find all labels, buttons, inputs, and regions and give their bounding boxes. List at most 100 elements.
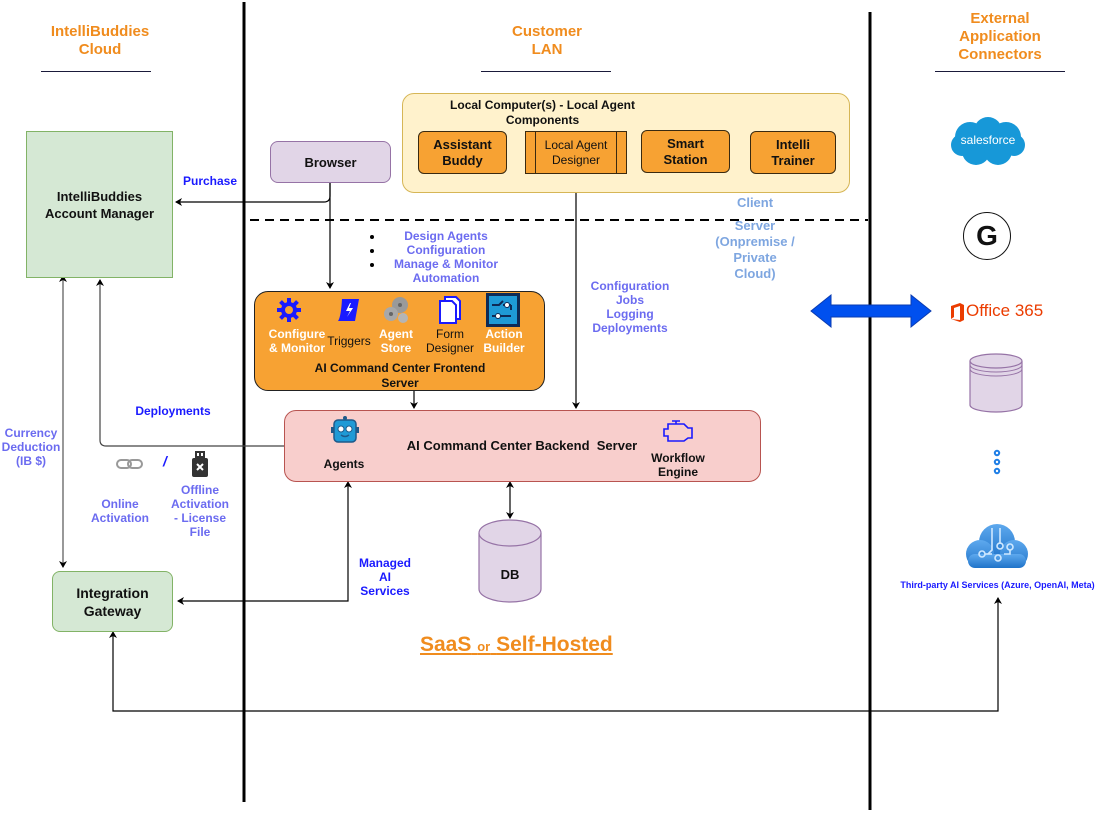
deployment-or: or [477, 639, 491, 654]
assistant-buddy-line1: Assistant [433, 136, 492, 152]
flow-deployments: Deployments [592, 321, 668, 335]
local-agent-designer-line2: Designer [551, 152, 601, 167]
smart-station-line1: Smart [667, 135, 704, 151]
documents-icon[interactable] [439, 296, 461, 324]
currency-deduction-label: Currency Deduction (IB $) [0, 426, 62, 468]
gear-icon[interactable] [276, 297, 302, 323]
frontend-server-title: AI Command Center Frontend Server [295, 361, 505, 391]
third-party-ai-label: Third-party AI Services (Azure, OpenAI, … [900, 580, 1095, 590]
smart-station-line2: Station [663, 151, 708, 167]
external-title-line3: Connectors [958, 46, 1042, 63]
link-chain-icon [116, 457, 144, 469]
more-connectors-ellipsis-icon [993, 449, 1001, 477]
salesforce-logo[interactable] [948, 115, 1028, 171]
agent-store-line2: Store [380, 341, 412, 355]
lan-zone-title: Customer LAN [477, 23, 617, 59]
intelli-trainer-line2: Trainer [771, 152, 815, 168]
assistant-buddy-box[interactable]: Assistant Buddy [418, 131, 507, 174]
action-builder-line2: Builder [483, 341, 525, 355]
salesforce-label: salesforce [960, 133, 1016, 147]
database-cylinder[interactable] [478, 519, 542, 603]
local-group-title-line1: Local Computer(s) - Local Agent [450, 98, 635, 112]
server-label-line1: Server [734, 218, 776, 233]
engine-icon[interactable] [660, 418, 696, 444]
agent-store-line1: Agent [379, 327, 413, 341]
process-bar-right [616, 132, 617, 173]
offline-activation-line1: Offline [181, 483, 219, 497]
managed-ai-label: Managed AI Services [352, 556, 418, 598]
cloud-title-underline [41, 71, 151, 72]
module-action-builder-label: Action Builder [480, 327, 528, 355]
offline-activation-line4: File [189, 525, 211, 539]
backend-server-box[interactable] [284, 410, 761, 482]
workflow-engine-label: Workflow Engine [645, 451, 711, 479]
agents-label: Agents [323, 457, 365, 471]
cloud-title-line1: IntelliBuddies [50, 23, 150, 40]
smart-station-box[interactable]: Smart Station [641, 130, 730, 173]
robot-agent-icon[interactable] [330, 415, 360, 445]
browser-capabilities-text: Design Agents Configuration Manage & Mon… [386, 229, 506, 285]
module-configure-monitor-label: Configure & Monitor [266, 327, 328, 355]
lan-title-line2: LAN [531, 41, 563, 58]
module-triggers-label: Triggers [327, 334, 371, 348]
currency-line1: Currency [4, 426, 58, 440]
deployment-saas: SaaS [420, 633, 472, 656]
server-label-line4: Cloud) [734, 266, 776, 281]
external-connectors-arrow [810, 293, 932, 329]
bullet-dot [370, 235, 374, 239]
bullet-automation: Automation [412, 271, 480, 285]
managed-ai-line2: AI [379, 570, 391, 584]
local-flow-labels: Configuration Jobs Logging Deployments [585, 279, 675, 335]
integration-gateway-box[interactable]: Integration Gateway [52, 571, 173, 632]
gears-icon[interactable] [383, 296, 411, 324]
purchase-label: Purchase [182, 174, 238, 188]
office365-label: Office 365 [966, 301, 1044, 320]
module-form-designer-label: Form Designer [420, 327, 480, 355]
db-label: DB [500, 567, 520, 582]
server-label: Server (Onpremise / Private Cloud) [700, 218, 810, 282]
offline-activation-label: Offline Activation - License File [168, 483, 232, 539]
bullet-manage-monitor: Manage & Monitor [394, 257, 498, 271]
configure-line1: Configure [268, 327, 326, 341]
bullet-configuration: Configuration [406, 243, 486, 257]
flow-jobs: Jobs [615, 293, 644, 307]
flow-builder-icon[interactable] [486, 293, 520, 327]
client-label: Client [736, 195, 774, 210]
deployment-mode-title: SaaS or Self-Hosted [420, 633, 640, 657]
lan-title-underline [481, 71, 611, 72]
intelli-trainer-line1: Intelli [776, 136, 810, 152]
external-title-underline [935, 71, 1065, 72]
browser-box[interactable]: Browser [270, 141, 391, 183]
bullet-dot [370, 249, 374, 253]
frontend-title-line1: AI Command Center Frontend [314, 361, 486, 375]
intelli-trainer-box[interactable]: Intelli Trainer [750, 131, 836, 174]
bullet-dot [370, 263, 374, 267]
scroll-lightning-icon[interactable] [337, 297, 361, 323]
local-agent-designer-box[interactable]: Local Agent Designer [525, 131, 627, 174]
account-manager-line2: Account Manager [44, 205, 155, 221]
integration-gateway-line1: Integration [76, 584, 149, 601]
account-manager-box[interactable]: IntelliBuddies Account Manager [26, 131, 173, 278]
usb-license-icon [191, 451, 209, 477]
form-designer-line2: Designer [425, 341, 475, 355]
external-database-icon[interactable] [969, 353, 1023, 413]
configure-line2: & Monitor [269, 341, 325, 355]
online-activation-line1: Online [101, 497, 139, 511]
workflow-line2: Engine [657, 465, 698, 479]
backend-server-title: AI Command Center Backend Server [406, 438, 638, 453]
local-group-title-line2: Components [505, 113, 580, 127]
frontend-title-line2: Server [381, 376, 419, 390]
currency-line2: Deduction [1, 440, 61, 454]
office365-icon[interactable] [950, 303, 964, 322]
google-logo[interactable]: G [963, 212, 1011, 260]
deployments-connector [96, 279, 284, 447]
ai-cloud-icon[interactable] [962, 522, 1032, 572]
server-label-line2: (Onpremise / [715, 234, 795, 249]
lan-title-line1: Customer [511, 23, 582, 40]
deployment-self-hosted: Self-Hosted [496, 633, 613, 656]
offline-activation-line3: - License [173, 511, 227, 525]
cloud-zone-title: IntelliBuddies Cloud [30, 23, 170, 59]
assistant-buddy-line2: Buddy [442, 152, 483, 168]
activation-separator: / [163, 453, 167, 469]
